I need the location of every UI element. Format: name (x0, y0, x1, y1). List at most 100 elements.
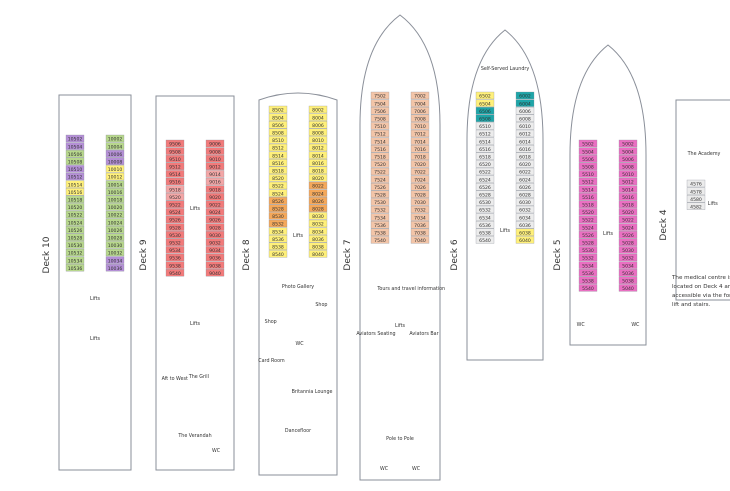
cabin-cell (165, 231, 185, 239)
cabin-cell (578, 253, 598, 262)
cabin-cell (515, 190, 535, 198)
cabin-number: 7032 (414, 208, 426, 214)
note-line: located on Deck 4 and is (672, 284, 730, 290)
cabin-cell (410, 221, 430, 229)
cabin-number: 7030 (414, 200, 426, 206)
cabin-number: 4576 (690, 182, 702, 188)
cabin-number: 8038 (312, 245, 324, 251)
cabin-cell (475, 107, 495, 115)
area-label: WC (577, 322, 586, 328)
cabin-cell (205, 193, 225, 201)
deck-d10: 1050210504105061050810510105121051410516… (42, 94, 132, 471)
cabin-cell (475, 160, 495, 168)
cabin-cell (475, 99, 495, 107)
cabin-cell (515, 213, 535, 221)
cabin-number: 6536 (479, 223, 491, 229)
cabin-cell (578, 246, 598, 254)
cabin-number: 4582 (690, 205, 702, 211)
cabin-number: 7506 (374, 109, 386, 115)
cabin-number: 9030 (209, 233, 221, 239)
cabin-cell (410, 198, 430, 206)
cabin-number: 8020 (312, 176, 324, 182)
cabin-cell (308, 105, 328, 114)
cabin-number: 5526 (582, 233, 594, 239)
cabin-cell (618, 276, 638, 284)
cabin-cell (308, 151, 328, 159)
cabin-number: 6012 (519, 132, 531, 138)
cabin-number: 10008 (108, 160, 123, 166)
cabin-number: 5030 (622, 248, 634, 254)
cabin-number: 6010 (519, 124, 531, 130)
cabin-number: 10014 (108, 182, 123, 188)
cabin-cell (410, 152, 430, 160)
cabin-cell (370, 152, 390, 160)
area-label: Shop (315, 302, 327, 308)
cabin-cell (515, 167, 535, 176)
cabin-cell (268, 105, 288, 114)
cabin-cell (410, 228, 430, 236)
cabin-cell (268, 128, 288, 136)
cabin-cell (475, 228, 495, 236)
cabin-cell (370, 205, 390, 214)
cabin-cell (370, 167, 390, 176)
cabin-number: 6508 (479, 117, 491, 123)
cabin-cell (165, 193, 185, 201)
cabin-number: 6022 (519, 170, 531, 176)
cabin-number: 5532 (582, 256, 594, 262)
cabin-number: 5032 (622, 256, 634, 262)
cabin-cell (515, 221, 535, 229)
cabin-cell (268, 227, 288, 235)
area-label: Lifts (500, 228, 510, 234)
cabin-cell (205, 215, 225, 224)
cabin-number: 7520 (374, 162, 386, 168)
cabin-cell (618, 193, 638, 201)
cabin-cell (308, 174, 328, 182)
area-label: Dancefloor (285, 428, 311, 434)
cabin-cell (515, 122, 535, 130)
cabin-cell (578, 231, 598, 239)
cabin-number: 8522 (272, 184, 284, 190)
cabin-cell (105, 226, 125, 234)
cabin-number: 6030 (519, 200, 531, 206)
cabin-number: 10504 (68, 144, 83, 150)
cabin-number: 10536 (68, 266, 83, 272)
cabin-cell (618, 231, 638, 239)
cabin-cell (475, 137, 495, 145)
cabin-cell (475, 91, 495, 100)
cabin-number: 9532 (169, 241, 181, 247)
cabin-cell (515, 160, 535, 168)
cabin-number: 5528 (582, 241, 594, 247)
cabin-number: 10532 (68, 251, 83, 257)
cabin-number: 9524 (169, 210, 181, 216)
cabin-number: 5536 (582, 271, 594, 277)
cabin-number: 7526 (374, 185, 386, 191)
cabin-cell (65, 172, 85, 181)
deck-d5: 5502550455065508551055125514551655185520… (553, 44, 647, 346)
cabin-cell (578, 185, 598, 193)
cabin-number: 6034 (519, 215, 531, 221)
cabin-number: 10022 (108, 213, 123, 219)
cabin-cell (515, 205, 535, 214)
cabin-cell (308, 204, 328, 212)
cabin-cell (475, 198, 495, 206)
cabin-cell (578, 193, 598, 201)
cabin-number: 9538 (169, 263, 181, 269)
cabin-cell (105, 172, 125, 181)
cabin-number: 6510 (479, 124, 491, 130)
cabin-number: 8018 (312, 169, 324, 175)
cabin-cell (618, 162, 638, 170)
cabin-cell (165, 200, 185, 208)
cabin-number: 6532 (479, 208, 491, 214)
area-label: The Verandah (177, 433, 211, 439)
cabin-number: 7524 (374, 177, 386, 183)
cabin-number: 7512 (374, 132, 386, 138)
cabin-number: 5008 (622, 165, 634, 171)
cabin-number: 6026 (519, 185, 531, 191)
cabin-number: 10012 (108, 175, 123, 181)
cabin-cell (308, 242, 328, 250)
cabin-number: 9530 (169, 233, 181, 239)
cabin-number: 8514 (272, 153, 284, 159)
